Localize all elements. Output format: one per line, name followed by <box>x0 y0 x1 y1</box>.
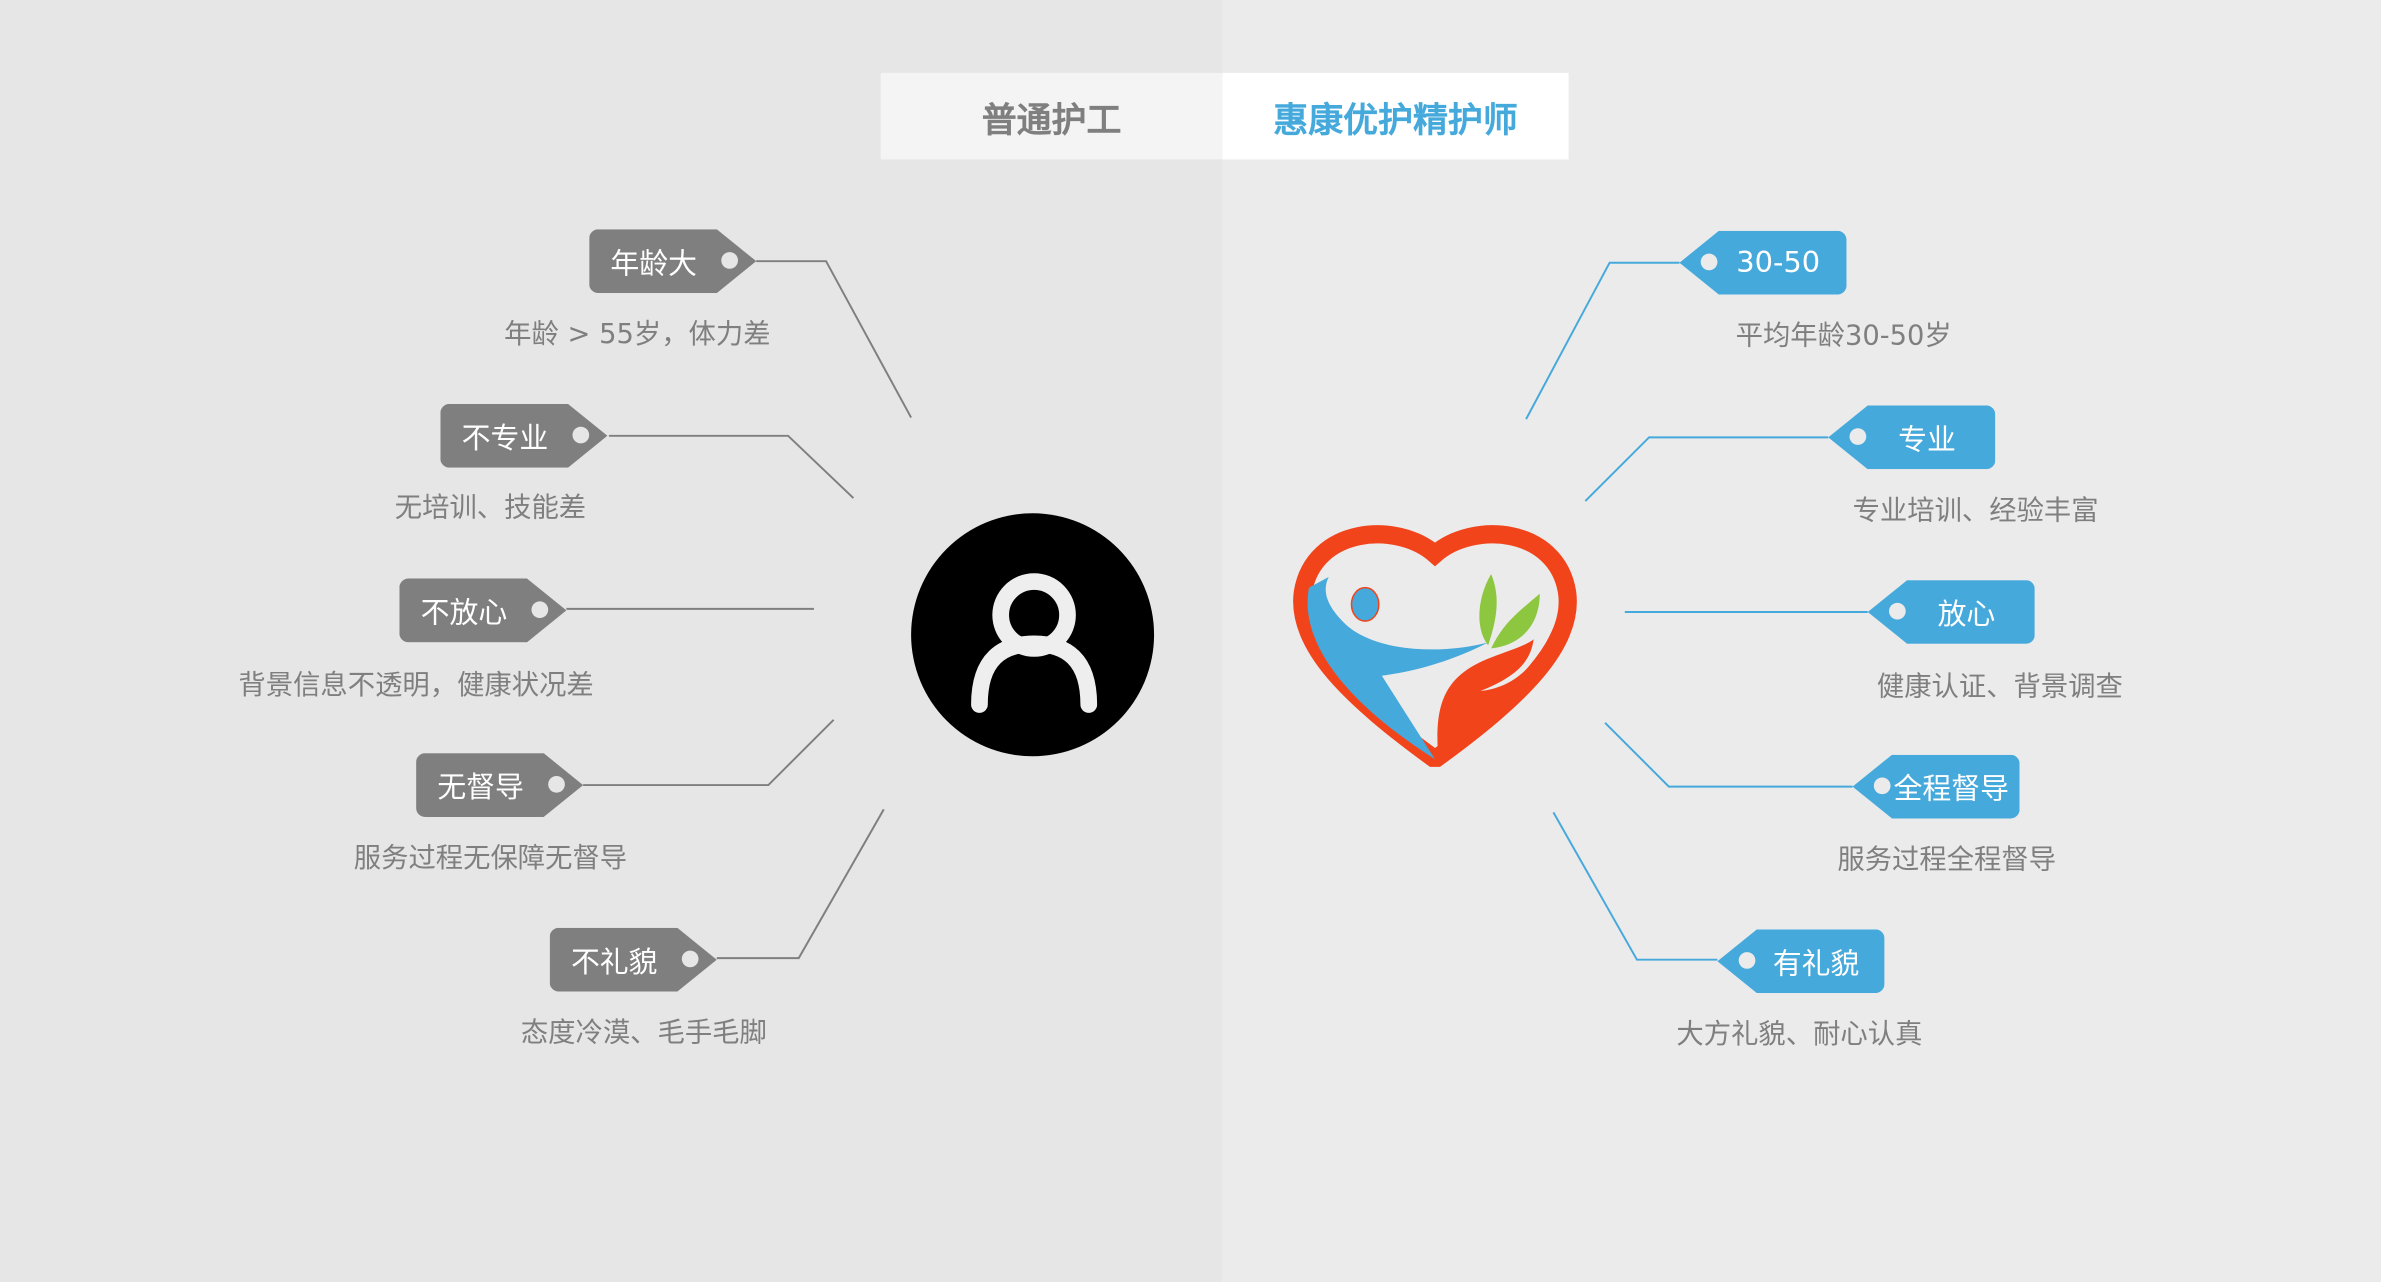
desc-polite: 大方礼貌、耐心认真 <box>1676 1018 1923 1051</box>
tag-label: 放心 <box>1937 597 1996 631</box>
desc-full-supervision: 服务过程全程督导 <box>1837 844 2057 877</box>
tag-worrying: 不放心 <box>399 578 567 643</box>
desc-old-age: 年龄 > 55岁，体力差 <box>504 318 771 351</box>
tag-professional: 专业 <box>1828 405 1996 470</box>
connector-left-5 <box>716 808 885 960</box>
connector-left-2 <box>608 434 855 499</box>
tag-hole-icon <box>1849 428 1867 445</box>
connector-left-1 <box>756 260 912 419</box>
tag-label: 有礼貌 <box>1772 946 1860 981</box>
tag-label: 年龄大 <box>610 246 698 281</box>
tag-age-range: 30-50 <box>1679 230 1847 295</box>
tag-hole-icon <box>1700 253 1718 271</box>
connector-right-4 <box>1604 722 1853 788</box>
heart-care-logo-icon <box>1291 524 1580 773</box>
desc-reassuring: 健康认证、背景调查 <box>1876 671 2123 704</box>
tab-ordinary-caregiver: 普通护工 <box>880 72 1223 160</box>
tag-label: 无督导 <box>437 770 524 805</box>
desc-impolite: 态度冷漠、毛手毛脚 <box>520 1017 767 1050</box>
tab-premium-caregiver: 惠康优护精护师 <box>1222 72 1569 160</box>
tag-hole-icon <box>572 426 590 444</box>
desc-no-supervision: 服务过程无保障无督导 <box>353 842 628 875</box>
tag-polite: 有礼貌 <box>1717 929 1885 994</box>
tag-hole-icon <box>1873 777 1891 795</box>
tag-reassuring: 放心 <box>1867 580 2035 644</box>
tag-hole-icon <box>721 252 738 269</box>
tag-impolite: 不礼貌 <box>549 927 717 992</box>
tag-full-supervision: 全程督导 <box>1852 754 2020 819</box>
tag-label: 不礼貌 <box>570 945 658 979</box>
tag-label: 全程督导 <box>1893 772 2009 806</box>
desc-age-range: 平均年龄30-50岁 <box>1735 320 1952 353</box>
tag-label: 不放心 <box>420 596 508 630</box>
connector-right-2 <box>1584 436 1829 502</box>
tag-hole-icon <box>1738 952 1756 969</box>
person-icon <box>911 513 1155 757</box>
tag-label: 30-50 <box>1736 245 1821 280</box>
tag-old-age: 年龄大 <box>589 229 757 294</box>
tag-hole-icon <box>681 950 699 968</box>
desc-worrying: 背景信息不透明，健康状况差 <box>238 669 594 702</box>
tag-hole-icon <box>548 775 565 793</box>
tag-no-supervision: 无督导 <box>416 753 584 817</box>
tag-label: 专业 <box>1898 422 1956 457</box>
tag-hole-icon <box>1889 602 1906 620</box>
tag-label: 不专业 <box>461 421 549 455</box>
tag-hole-icon <box>531 601 549 619</box>
connector-left-4 <box>583 719 835 787</box>
right-panel <box>1222 0 2381 1282</box>
connector-right-5 <box>1552 811 1718 961</box>
desc-professional: 专业培训、经验丰富 <box>1852 495 2099 527</box>
connector-right-1 <box>1525 261 1680 420</box>
desc-unprofessional: 无培训、技能差 <box>394 491 587 524</box>
tag-unprofessional: 不专业 <box>440 403 608 468</box>
